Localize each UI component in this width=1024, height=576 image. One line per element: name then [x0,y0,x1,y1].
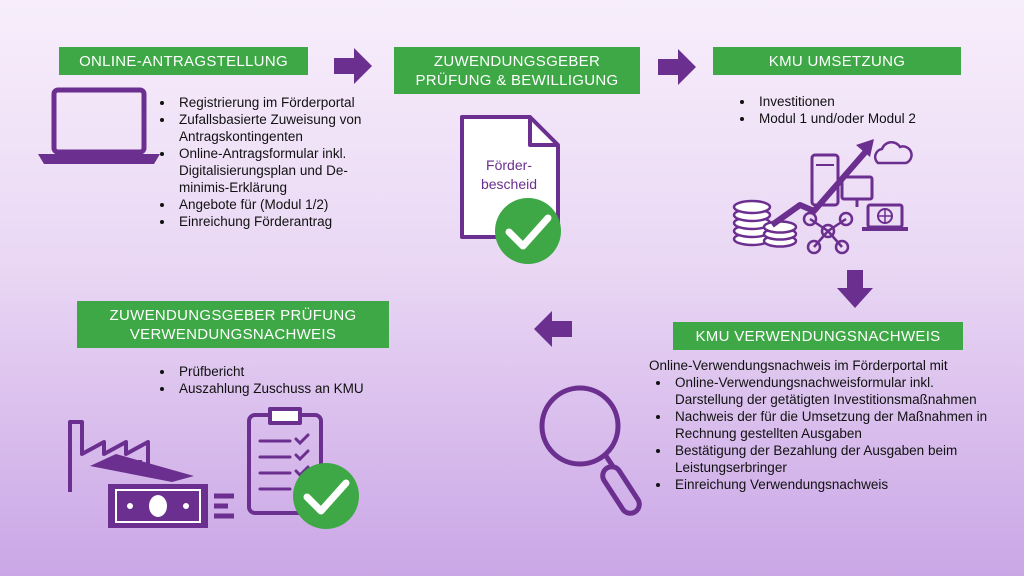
check-circle-icon [495,198,561,264]
step3-title: KMU UMSETZUNG [713,47,961,75]
list-item: Modul 1 und/oder Modul 2 [755,110,995,127]
step1-bullets: Registrierung im Förderportal Zufallsbas… [153,94,395,230]
list-item: Angebote für (Modul 1/2) [175,196,395,213]
list-item: Zufallsbasierte Zuweisung von Antragskon… [175,111,395,145]
check-circle-icon [293,463,359,529]
document-label-line1: Förder- [486,157,532,173]
step4-title: KMU VERWENDUNGSNACHWEIS [673,322,963,350]
arrow-right-icon [334,48,372,84]
arrow-left-icon [534,311,572,347]
step5-title: ZUWENDUNGSGEBER PRÜFUNG VERWENDUNGSNACHW… [77,301,389,348]
step1-title-text: ONLINE-ANTRAGSTELLUNG [79,52,288,70]
step1-title: ONLINE-ANTRAGSTELLUNG [59,47,308,75]
arrow-right-icon [658,49,696,85]
list-item: Einreichung Verwendungsnachweis [671,476,1001,493]
list-item: Investitionen [755,93,995,110]
factory-icon [68,420,194,492]
step2-title-line2: PRÜFUNG & BEWILLIGUNG [415,71,619,89]
step3-bullets: Investitionen Modul 1 und/oder Modul 2 [733,93,995,127]
step2-title: ZUWENDUNGSGEBER PRÜFUNG & BEWILLIGUNG [394,47,640,94]
step5-title-line1: ZUWENDUNGSGEBER PRÜFUNG [109,306,357,324]
step4-lead: Online-Verwendungsnachweis im Förderport… [649,358,948,373]
list-item: Nachweis der für die Umsetzung der Maßna… [671,408,1001,442]
step4-bullets: Online-Verwendungsnachweisformular inkl.… [649,374,1001,493]
step2-title-line1: ZUWENDUNGSGEBER [433,52,601,70]
list-item: Einreichung Förderantrag [175,213,395,230]
step3-title-text: KMU UMSETZUNG [768,52,906,70]
list-item: Registrierung im Förderportal [175,94,395,111]
magnifier-icon [539,385,642,516]
list-item: Prüfbericht [175,363,415,380]
laptop-icon [38,87,160,164]
document-label-line2: bescheid [480,176,538,192]
list-item: Online-Antragsformular inkl. Digitalisie… [175,145,395,196]
arrow-down-icon [837,270,873,308]
list-item: Bestätigung der Bezahlung der Ausgaben b… [671,442,1001,476]
list-item: Auszahlung Zuschuss an KMU [175,380,415,397]
list-item: Online-Verwendungsnachweisformular inkl.… [671,374,1001,408]
step4-title-text: KMU VERWENDUNGSNACHWEIS [695,327,941,345]
banknote-icon [108,484,234,528]
step5-title-line2: VERWENDUNGSNACHWEIS [129,325,337,343]
step5-bullets: Prüfbericht Auszahlung Zuschuss an KMU [153,363,415,397]
document-label: Förder- bescheid [470,156,548,194]
digital-investment-icon [732,139,913,255]
